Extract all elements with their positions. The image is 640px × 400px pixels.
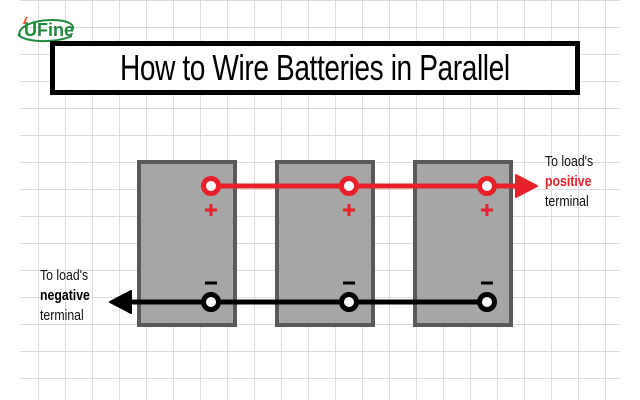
plus-icon bbox=[343, 204, 355, 216]
positive-arrowhead-icon bbox=[515, 174, 538, 198]
negative-terminal-3 bbox=[477, 292, 497, 312]
negative-label-line1: To load's bbox=[40, 267, 89, 284]
negative-label-line3: terminal bbox=[40, 307, 84, 324]
positive-terminal-3 bbox=[477, 176, 497, 196]
negative-terminal-1 bbox=[201, 292, 221, 312]
title-box: How to Wire Batteries in Parallel bbox=[50, 41, 580, 95]
logo-swoosh-icon bbox=[17, 16, 74, 42]
negative-label-emphasis: negative bbox=[40, 287, 90, 304]
lightning-bolt-icon bbox=[22, 16, 29, 29]
positive-label-line1: To load's bbox=[545, 153, 594, 170]
positive-terminal-2 bbox=[339, 176, 359, 196]
ufine-logo: UFine bbox=[14, 16, 78, 44]
negative-arrowhead-icon bbox=[109, 290, 132, 314]
plus-icon bbox=[481, 204, 493, 216]
negative-load-label: To load's negative terminal bbox=[40, 266, 90, 326]
page-title: How to Wire Batteries in Parallel bbox=[120, 47, 510, 88]
positive-label-emphasis: positive bbox=[545, 173, 592, 190]
positive-label-line3: terminal bbox=[545, 193, 589, 210]
plus-icon bbox=[205, 204, 217, 216]
negative-terminal-2 bbox=[339, 292, 359, 312]
positive-load-label: To load's positive terminal bbox=[545, 152, 593, 212]
logo-text: UFine bbox=[24, 20, 75, 40]
positive-terminal-1 bbox=[201, 176, 221, 196]
